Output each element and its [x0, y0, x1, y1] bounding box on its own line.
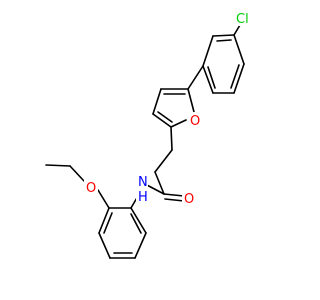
furan-ring: [152, 88, 195, 128]
chlorophenyl-ring: [202, 34, 245, 94]
atom-o-ether-label: O: [86, 181, 96, 196]
atom-nh-label: N H: [138, 175, 152, 205]
atom-nh-h: H: [138, 190, 148, 205]
atom-nh: N H: [136, 173, 152, 205]
atom-o-carbonyl: O: [182, 190, 196, 207]
ethoxy-chain: [45, 164, 110, 209]
ethoxyphenyl-ring: [98, 207, 147, 259]
atom-cl-label: Cl: [236, 12, 249, 27]
bond-phenyl-furan: [187, 65, 204, 90]
atom-o-carbonyl-label: O: [184, 192, 194, 207]
atom-cl: Cl: [234, 10, 256, 27]
atom-o-furan-label: O: [190, 114, 200, 129]
molecule-diagram: Cl O O N H O: [45, 10, 256, 259]
atom-o-furan: O: [188, 112, 202, 129]
atom-nh-n: N: [138, 175, 148, 190]
atom-o-ether: O: [84, 179, 98, 196]
bond-cl: [233, 24, 241, 36]
